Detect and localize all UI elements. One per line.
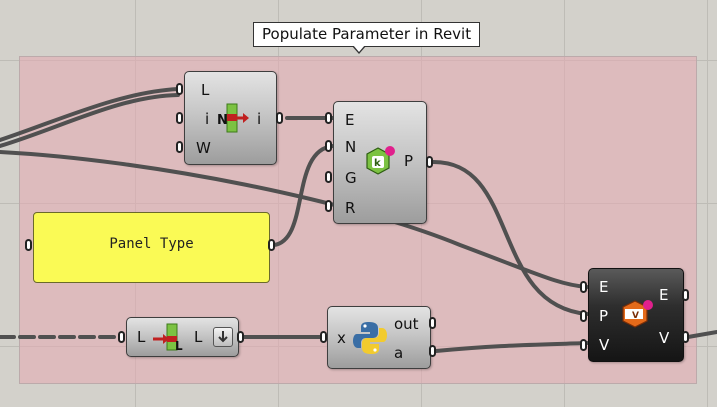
input-label-e: E [599, 278, 609, 296]
group-title-label: Populate Parameter in Revit [253, 22, 481, 54]
wire [430, 159, 589, 316]
list-item-grip-l[interactable] [176, 83, 183, 95]
output-label-e: E [659, 286, 669, 304]
text-panel[interactable]: Panel Type [33, 212, 270, 283]
element-param-grip-g[interactable] [325, 171, 332, 183]
set-parameter-component[interactable]: E P V E V V [588, 268, 684, 362]
value-list-grip-out[interactable] [237, 331, 244, 343]
rhino-inside-hex-icon: k [366, 146, 395, 175]
output-label-p: P [404, 152, 414, 170]
wire [686, 330, 717, 339]
list-item-grip-out[interactable] [276, 112, 283, 124]
list-item-icon: N [217, 103, 249, 133]
input-label-v: V [599, 336, 610, 354]
list-item-grip-i[interactable] [176, 112, 183, 124]
input-label-i: i [205, 110, 210, 128]
value-list-component[interactable]: L L L [126, 317, 239, 357]
chevron-down-icon [218, 331, 228, 343]
output-label-out: out [394, 315, 419, 333]
python-icon [353, 322, 387, 354]
set-param-icon-letter: V [632, 311, 639, 321]
element-param-grip-p[interactable] [426, 156, 433, 168]
value-list-icon-letter: L [175, 339, 183, 353]
panel-text: Panel Type [109, 236, 194, 252]
element-param-grip-r[interactable] [325, 200, 332, 212]
set-param-grip-out-e[interactable] [682, 289, 689, 301]
python-grip-out[interactable] [429, 317, 436, 329]
set-param-grip-e[interactable] [580, 281, 587, 293]
panel-output-grip[interactable] [268, 239, 275, 251]
set-param-grip-out-v[interactable] [682, 331, 689, 343]
wire [0, 87, 180, 142]
element-param-grip-n[interactable] [325, 140, 332, 152]
input-label-n: N [345, 138, 357, 156]
input-label-r: R [345, 199, 356, 217]
input-label-l: L [201, 81, 210, 99]
element-param-grip-e[interactable] [325, 112, 332, 124]
input-label-w: W [196, 139, 211, 157]
python-script-component[interactable]: x out a [327, 306, 431, 369]
wire [434, 341, 589, 353]
panel-input-grip[interactable] [25, 239, 32, 251]
input-label-g: G [345, 169, 357, 187]
python-grip-x[interactable] [320, 331, 327, 343]
python-grip-a[interactable] [429, 345, 436, 357]
element-param-icon-letter: k [374, 158, 381, 169]
output-label-v: V [659, 329, 670, 347]
wire [0, 93, 180, 148]
input-label-p: P [599, 307, 609, 325]
wire [272, 144, 335, 247]
value-list-grip-in[interactable] [118, 331, 125, 343]
list-item-icon-letter: N [217, 113, 228, 128]
set-param-grip-p[interactable] [580, 310, 587, 322]
list-item-grip-w[interactable] [176, 141, 183, 153]
value-list-icon: L [153, 323, 183, 353]
list-item-component[interactable]: L i W i N [184, 71, 277, 165]
set-parameter-icon: V [622, 300, 653, 328]
output-label-i: i [257, 110, 262, 128]
output-label-l: L [194, 328, 203, 346]
input-label-x: x [337, 329, 346, 347]
output-label-a: a [394, 344, 404, 362]
input-label-e: E [345, 111, 355, 129]
dropdown-button[interactable] [213, 327, 233, 347]
element-parameter-component[interactable]: E N G R P k [333, 101, 427, 224]
set-param-grip-v[interactable] [580, 339, 587, 351]
input-label-l: L [137, 328, 146, 346]
